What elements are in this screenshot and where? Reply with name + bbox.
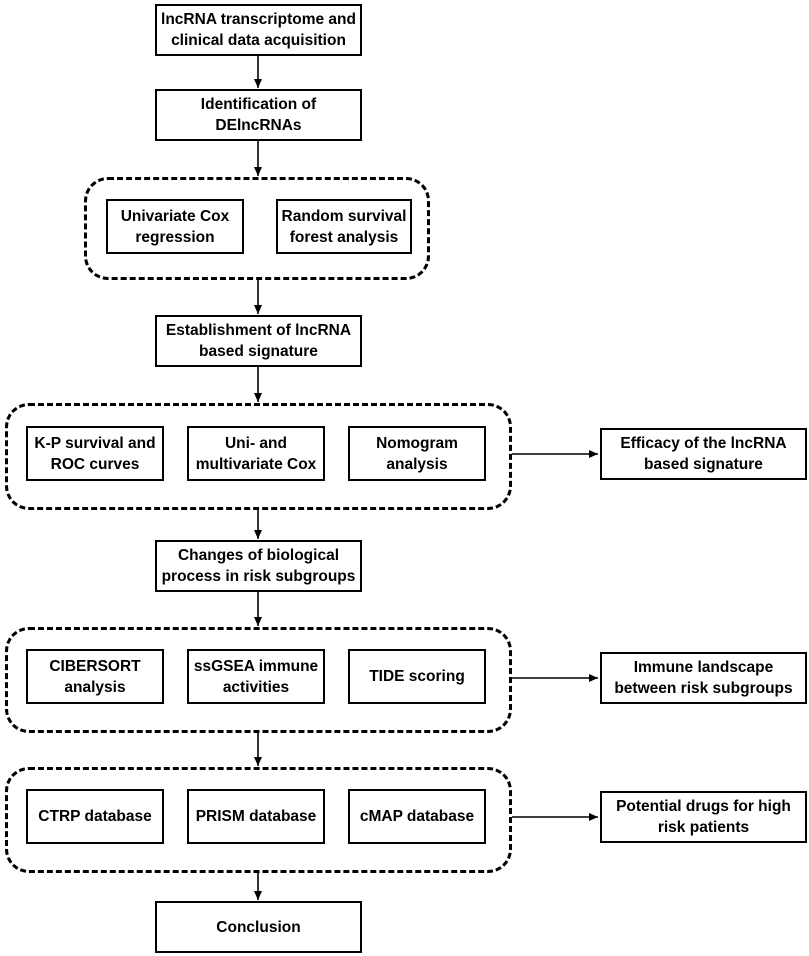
step-data-acquisition: lncRNA transcriptome and clinical data a… (155, 4, 362, 56)
drug-analysis-group (5, 767, 512, 873)
immune-analysis-group (5, 627, 512, 733)
step-efficacy: Efficacy of the lncRNA based signature (600, 428, 807, 480)
signature-evaluation-group (5, 403, 512, 510)
step-univariate-cox: Univariate Cox regression (106, 199, 244, 254)
step-cmap: cMAP database (348, 789, 486, 844)
feature-selection-group (84, 177, 430, 280)
step-identification-delncrnas: Identification of DElncRNAs (155, 89, 362, 141)
step-establishment-signature: Establishment of lncRNA based signature (155, 315, 362, 367)
step-biological-changes: Changes of biological process in risk su… (155, 540, 362, 592)
step-kp-roc: K-P survival and ROC curves (26, 426, 164, 481)
step-potential-drugs: Potential drugs for high risk patients (600, 791, 807, 843)
step-conclusion: Conclusion (155, 901, 362, 953)
step-uni-multivariate-cox: Uni- and multivariate Cox (187, 426, 325, 481)
step-prism: PRISM database (187, 789, 325, 844)
step-random-survival-forest: Random survival forest analysis (276, 199, 412, 254)
step-cibersort: CIBERSORT analysis (26, 649, 164, 704)
step-nomogram: Nomogram analysis (348, 426, 486, 481)
step-immune-landscape: Immune landscape between risk subgroups (600, 652, 807, 704)
step-tide: TIDE scoring (348, 649, 486, 704)
step-ssgsea: ssGSEA immune activities (187, 649, 325, 704)
step-ctrp: CTRP database (26, 789, 164, 844)
